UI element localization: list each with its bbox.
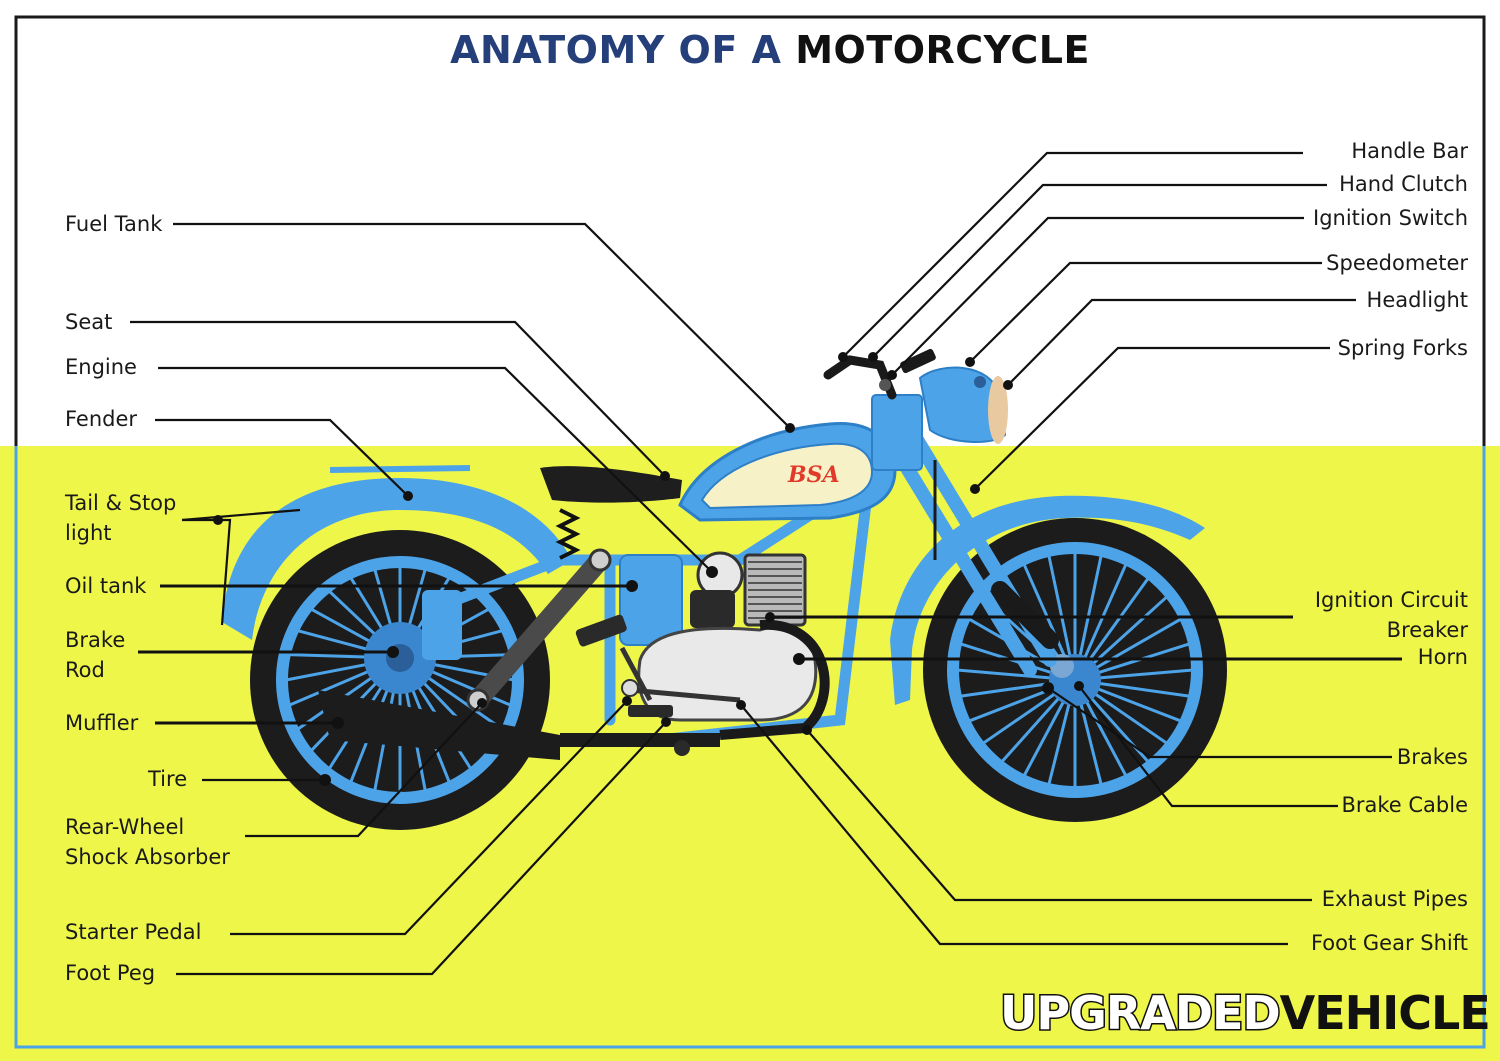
label-exhaust-pipes: Exhaust Pipes xyxy=(1321,887,1468,911)
label-foot-peg: Foot Peg xyxy=(65,961,156,985)
line-hand-clutch xyxy=(872,183,1327,358)
line-fender xyxy=(155,418,409,497)
line-ignition-switch xyxy=(891,216,1304,376)
label-ignition-switch: Ignition Switch xyxy=(1313,206,1468,230)
motorcycle-illustration: BSA xyxy=(222,348,1227,830)
label-brakes: Brakes xyxy=(1396,745,1468,769)
line-tail-light xyxy=(182,518,232,626)
muffler-shape xyxy=(318,690,560,760)
label-fender: Fender xyxy=(65,407,138,431)
label-foot-gear-shift: Foot Gear Shift xyxy=(1310,931,1468,955)
label-handle-bar: Handle Bar xyxy=(1351,139,1468,163)
label-tail-stop-light-line-2: light xyxy=(65,521,112,545)
label-rear-shock-line-2: Shock Absorber xyxy=(65,845,230,869)
oil-tank-shape xyxy=(619,554,683,646)
leader-dots xyxy=(213,352,1084,786)
label-hand-clutch: Hand Clutch xyxy=(1339,172,1468,196)
label-horn: Horn xyxy=(1417,645,1468,669)
seat-shape xyxy=(540,466,682,503)
label-ignition-circuit-line-2: Breaker xyxy=(1386,618,1468,642)
leader-lines xyxy=(130,151,1402,976)
label-starter-pedal: Starter Pedal xyxy=(65,920,202,944)
label-headlight: Headlight xyxy=(1366,288,1468,312)
rear-fender-shape xyxy=(222,478,572,640)
line-spring-forks xyxy=(974,346,1330,490)
line-starter-pedal xyxy=(230,700,628,936)
label-rear-shock-line-1: Rear-Wheel xyxy=(65,815,185,839)
line-tail-light-2 xyxy=(181,508,301,522)
label-tire: Tire xyxy=(148,767,188,791)
line-brake-cable xyxy=(1078,685,1338,808)
line-engine xyxy=(158,366,713,573)
label-tail-stop-light-line-1: Tail & Stop xyxy=(65,491,177,515)
label-spring-forks: Spring Forks xyxy=(1337,336,1468,360)
line-exhaust-pipes xyxy=(806,729,1312,902)
frame-border-top xyxy=(14,15,1486,446)
line-foot-gear-shift xyxy=(740,704,1288,946)
frame-border-bottom xyxy=(14,446,1486,1049)
line-fuel-tank xyxy=(173,222,791,429)
label-brake-rod-line-2: Rod xyxy=(65,658,105,682)
label-seat: Seat xyxy=(65,310,113,334)
yellow-background-panel xyxy=(0,446,1500,1061)
label-ignition-circuit-line-1: Ignition Circuit xyxy=(1314,588,1468,612)
line-brakes xyxy=(1047,687,1392,759)
title-part-2: MOTORCYCLE xyxy=(795,28,1090,72)
brand-logo-part-2: VEHICLE xyxy=(1279,986,1491,1040)
label-brake-rod-line-1: Brake xyxy=(65,628,126,652)
front-fender-shape xyxy=(890,495,1205,705)
line-seat xyxy=(130,320,666,477)
tank-badge: BSA xyxy=(787,462,840,488)
brand-logo: UPGRADEDVEHICLE xyxy=(999,985,1491,1042)
label-oil-tank: Oil tank xyxy=(65,574,147,598)
line-speedometer xyxy=(969,261,1322,363)
title-part-1: ANATOMY OF A xyxy=(450,28,782,72)
line-foot-peg xyxy=(176,721,667,976)
label-engine: Engine xyxy=(65,355,137,379)
line-headlight xyxy=(1007,298,1356,386)
brand-logo-part-1: UPGRADED xyxy=(999,985,1283,1042)
line-rear-shock xyxy=(245,702,483,838)
label-muffler: Muffler xyxy=(65,711,139,735)
label-brake-cable: Brake Cable xyxy=(1341,793,1468,817)
label-fuel-tank: Fuel Tank xyxy=(65,212,163,236)
label-speedometer: Speedometer xyxy=(1326,251,1468,275)
exhaust-pipe xyxy=(719,619,830,740)
line-handle-bar xyxy=(842,151,1303,358)
page-title: ANATOMY OF A MOTORCYCLE xyxy=(0,28,1500,72)
